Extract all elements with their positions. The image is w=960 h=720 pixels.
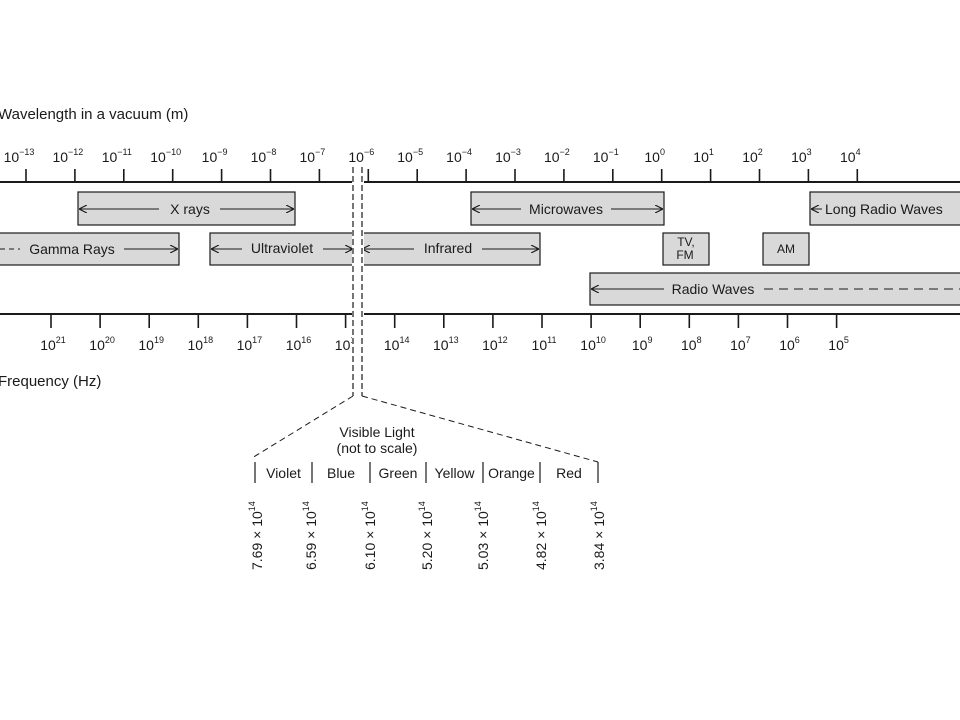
- band-microwaves: Microwaves: [470, 191, 665, 226]
- wavelength-tick-label: 10−3: [495, 147, 521, 165]
- frequency-tick-label: 1014: [384, 335, 410, 353]
- band-radio-label: Radio Waves: [672, 281, 755, 297]
- band-tv-fm: TV, FM: [662, 232, 710, 266]
- visible-light-title: Visible Light: [339, 424, 414, 440]
- band-tv-fm-label-line2: FM: [676, 248, 693, 262]
- frequency-tick-label: 106: [779, 335, 800, 353]
- band-radio: Radio Waves: [589, 272, 960, 306]
- frequency-tick-label: 1011: [532, 335, 557, 353]
- wavelength-tick-label: 100: [644, 147, 665, 165]
- band-ultraviolet-label: Ultraviolet: [251, 240, 313, 256]
- frequency-tick-label: 1016: [286, 335, 312, 353]
- band-gamma: Gamma Rays: [0, 232, 180, 266]
- band-am: AM: [762, 232, 810, 266]
- wavelength-axis-title: Wavelength in a vacuum (m): [0, 106, 188, 123]
- wavelength-tick-label: 10−1: [593, 147, 619, 165]
- wavelength-tick-label: 10−12: [52, 147, 83, 165]
- visible-color-red: Red: [556, 465, 582, 481]
- visible-boundary-label: 7.69 × 1014: [247, 501, 265, 570]
- frequency-tick-label: 109: [632, 335, 653, 353]
- visible-light-subtitle: (not to scale): [337, 440, 418, 456]
- wavelength-tick-label: 10−2: [544, 147, 570, 165]
- visible-color-orange: Orange: [488, 465, 535, 481]
- wavelength-tick-label: 10−13: [4, 147, 35, 165]
- wavelength-tick-label: 10−5: [397, 147, 423, 165]
- frequency-tick-label: 107: [730, 335, 751, 353]
- band-infrared: Infrared: [360, 232, 541, 266]
- visible-expand-right: [361, 395, 599, 463]
- visible-boundary-label: 5.20 × 1014: [417, 501, 435, 570]
- visible-boundary-label: 6.59 × 1014: [301, 501, 319, 570]
- band-am-label: AM: [777, 242, 795, 256]
- visible-color-green: Green: [379, 465, 418, 481]
- frequency-tick-label: 1021: [40, 335, 66, 353]
- visible-color-violet: Violet: [266, 465, 301, 481]
- wavelength-tick-label: 10−8: [251, 147, 277, 165]
- wavelength-ticks: 10−13 10−12 10−11 10−10 10−9 10−8 10−7 10−6 10−5…: [4, 147, 861, 182]
- band-infrared-label: Infrared: [424, 240, 472, 256]
- visible-boundary-label: 4.82 × 1014: [531, 501, 549, 570]
- wavelength-tick-label: 10−11: [102, 147, 132, 165]
- frequency-tick-label: 1012: [482, 335, 508, 353]
- wavelength-tick-label: 10−4: [446, 147, 472, 165]
- visible-color-blue: Blue: [327, 465, 355, 481]
- wavelength-tick-label: 10−7: [299, 147, 325, 165]
- frequency-tick-label: 1019: [138, 335, 164, 353]
- wavelength-tick-label: 10−6: [348, 147, 374, 165]
- frequency-tick-label: 105: [828, 335, 849, 353]
- frequency-axis-title: Frequency (Hz): [0, 373, 101, 390]
- band-microwaves-label: Microwaves: [529, 201, 603, 217]
- band-xrays: X rays: [77, 191, 296, 226]
- frequency-tick-label: 1010: [580, 335, 606, 353]
- wavelength-tick-label: 103: [791, 147, 812, 165]
- frequency-tick-label: 1018: [188, 335, 214, 353]
- frequency-tick-label: 1017: [237, 335, 263, 353]
- band-ultraviolet: Ultraviolet: [209, 232, 355, 266]
- visible-boundary-label: 5.03 × 1014: [473, 501, 491, 570]
- frequency-ticks: 1021102010191018101710161015101410131012…: [40, 314, 849, 353]
- wavelength-tick-label: 104: [840, 147, 861, 165]
- band-gamma-label: Gamma Rays: [29, 241, 115, 257]
- visible-boundary-label: 3.84 × 1014: [589, 501, 607, 570]
- frequency-tick-label: 108: [681, 335, 702, 353]
- wavelength-tick-label: 10−9: [202, 147, 228, 165]
- visible-boundary-labels: 7.69 × 1014 6.59 × 1014 6.10 × 1014 5.20 × …: [247, 501, 607, 570]
- visible-boundary-label: 6.10 × 1014: [360, 501, 378, 570]
- wavelength-tick-label: 10−10: [150, 147, 181, 165]
- band-long-radio: Long Radio Waves: [809, 191, 960, 226]
- band-long-radio-label: Long Radio Waves: [825, 201, 943, 217]
- visible-light-column: [251, 167, 599, 463]
- band-xrays-label: X rays: [170, 201, 210, 217]
- frequency-tick-label: 1013: [433, 335, 459, 353]
- visible-color-yellow: Yellow: [435, 465, 476, 481]
- band-tv-fm-label-line1: TV,: [677, 235, 695, 249]
- wavelength-tick-label: 102: [742, 147, 763, 165]
- wavelength-tick-label: 101: [693, 147, 714, 165]
- frequency-tick-label: 1020: [89, 335, 115, 353]
- visible-color-segments: Violet Blue Green Yellow Orange Red: [254, 462, 599, 483]
